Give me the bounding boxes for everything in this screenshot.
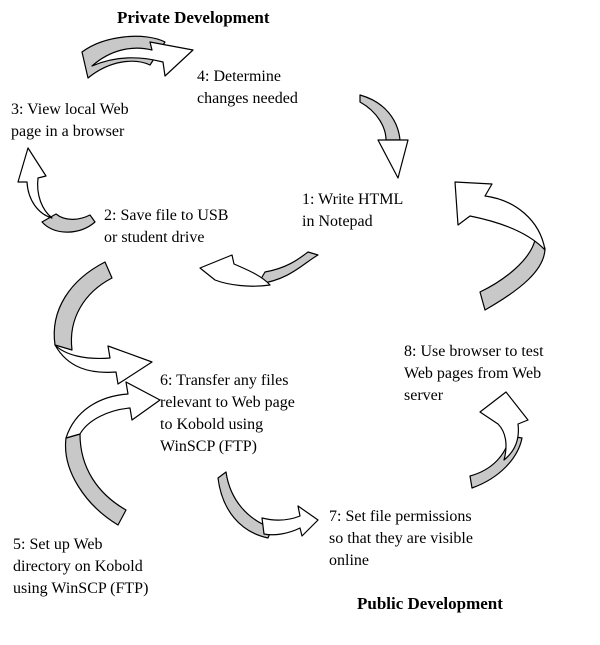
step-5-line-1: 5: Set up Web — [13, 536, 103, 553]
arrow-4-to-1-head — [377, 139, 409, 179]
arrow-2-to-3 — [17, 147, 96, 233]
arrow-3-to-4-head — [91, 41, 194, 77]
private-development-heading: Private Development — [117, 8, 270, 27]
step-8-line-2: Web pages from Web — [404, 365, 542, 382]
step-3-label: 3: View local Web page in a browser — [11, 99, 129, 143]
arrow-6-to-7-head — [261, 505, 319, 537]
arrow-2-to-6-head — [54, 344, 153, 385]
arrow-2-to-6 — [53, 261, 153, 385]
step-2-line-1: 2: Save file to USB — [104, 207, 229, 224]
step-4-line-1: 4: Determine — [197, 68, 281, 85]
step-6-line-4: WinSCP (FTP) — [160, 438, 258, 455]
step-2-line-2: or student drive — [104, 229, 205, 246]
step-3-line-2: page in a browser — [11, 123, 125, 140]
arrow-4-to-1 — [359, 94, 409, 179]
step-7-line-1: 7: Set file permissions — [329, 508, 472, 525]
step-8-line-3: server — [404, 387, 444, 404]
arrow-2-to-3-body — [41, 213, 96, 233]
arrow-1-to-2 — [199, 251, 319, 287]
arrow-6-to-7 — [217, 471, 319, 539]
step-6-line-2: relevant to Web page — [160, 394, 295, 411]
step-8-line-1: 8: Use browser to test — [404, 343, 544, 360]
arrow-2-to-6-body — [53, 261, 113, 351]
arrow-5-to-6-head — [65, 381, 161, 439]
step-5-line-3: using WinSCP (FTP) — [13, 580, 149, 597]
arrow-8-to-1 — [454, 181, 546, 311]
step-4-label: 4: Determine changes needed — [197, 66, 298, 110]
arrow-2-to-3-head — [17, 147, 53, 219]
arrow-7-to-8 — [469, 391, 529, 489]
arrow-8-to-1-head — [454, 181, 546, 251]
arrow-1-to-2-body — [257, 251, 319, 285]
step-6-label: 6: Transfer any files relevant to Web pa… — [160, 370, 295, 458]
step-3-line-1: 3: View local Web — [11, 101, 129, 118]
arrow-8-to-1-body — [479, 239, 546, 311]
step-7-line-3: online — [329, 552, 369, 569]
arrow-7-to-8-head — [479, 391, 529, 461]
step-1-label: 1: Write HTML in Notepad — [302, 189, 403, 233]
arrow-3-to-4 — [81, 35, 194, 79]
step-5-label: 5: Set up Web directory on Kobold using … — [13, 534, 148, 600]
step-6-line-1: 6: Transfer any files — [160, 372, 289, 389]
step-5-line-2: directory on Kobold — [13, 558, 143, 575]
arrow-4-to-1-body — [359, 94, 401, 141]
arrow-5-to-6-body — [64, 433, 127, 526]
arrow-1-to-2-head — [199, 254, 271, 287]
step-4-line-2: changes needed — [197, 90, 298, 107]
public-development-heading: Public Development — [357, 594, 503, 613]
step-6-line-3: to Kobold using — [160, 416, 264, 433]
step-8-label: 8: Use browser to test Web pages from We… — [404, 341, 544, 407]
arrow-5-to-6 — [64, 381, 161, 526]
step-1-line-2: in Notepad — [302, 213, 373, 230]
step-7-line-2: so that they are visible — [329, 530, 473, 547]
step-7-label: 7: Set file permissions so that they are… — [329, 506, 473, 572]
step-2-label: 2: Save file to USB or student drive — [104, 205, 228, 249]
step-1-line-1: 1: Write HTML — [302, 191, 404, 208]
